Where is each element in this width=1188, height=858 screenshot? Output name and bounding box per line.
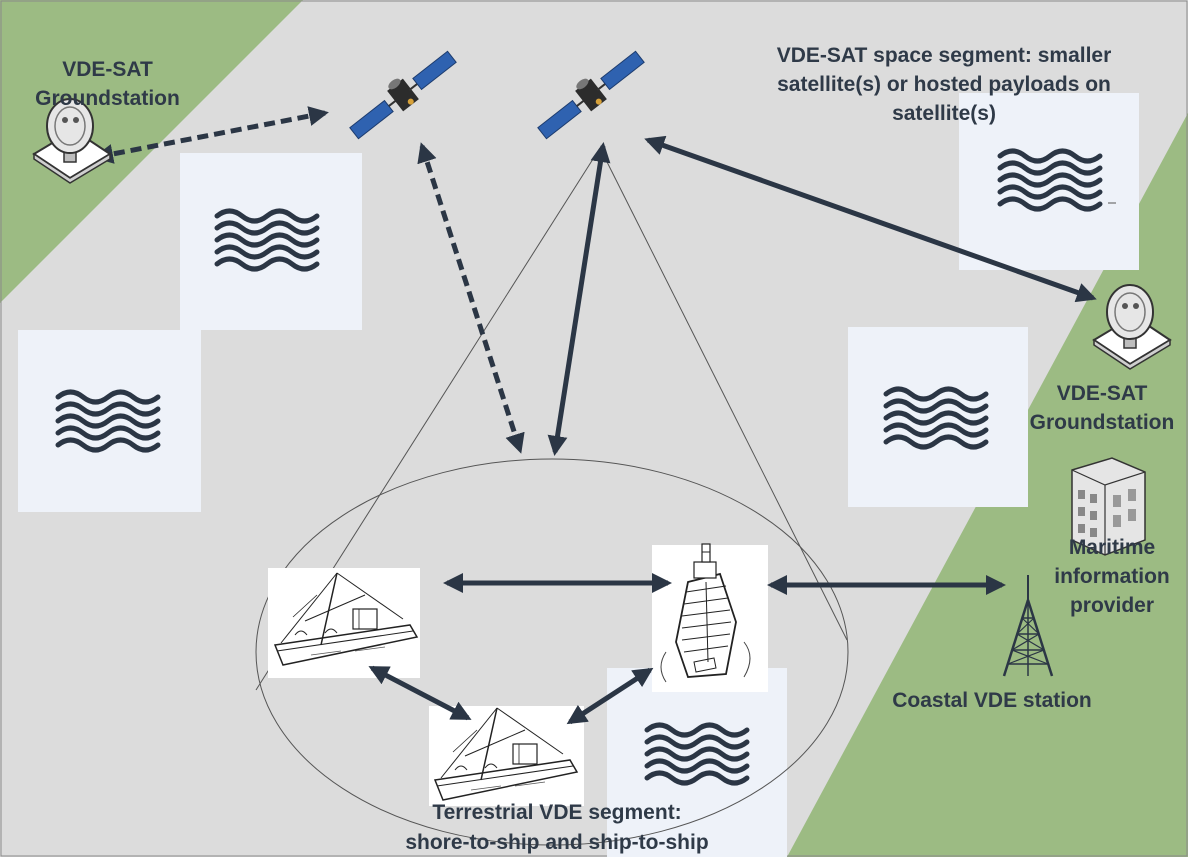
link-satellite-area — [547, 142, 611, 456]
label-groundstation-right: VDE-SAT Groundstation — [1029, 382, 1175, 434]
sea-tile — [180, 153, 362, 330]
label-information-provider: Maritime information provider — [1054, 536, 1170, 617]
building-icon — [1071, 457, 1146, 556]
coverage-cone-edge — [599, 147, 848, 641]
link-satellite-groundstation — [644, 135, 1097, 303]
link-ship-ship — [566, 667, 654, 725]
radio-tower-icon — [1002, 575, 1054, 677]
dashed-link-satellite-area — [417, 142, 525, 454]
dashed-link-groundstation-satellite — [93, 106, 329, 164]
coverage-area — [255, 458, 849, 846]
label-coastal-station: Coastal VDE station — [892, 689, 1092, 712]
label-terrestrial-segment: Terrestrial VDE segment: shore-to-ship a… — [405, 801, 709, 854]
label-space-segment: VDE-SAT space segment: smaller satellite… — [776, 44, 1112, 125]
link-ship-ship — [368, 665, 472, 721]
label-groundstation-left: VDE-SAT Groundstation — [35, 58, 180, 110]
